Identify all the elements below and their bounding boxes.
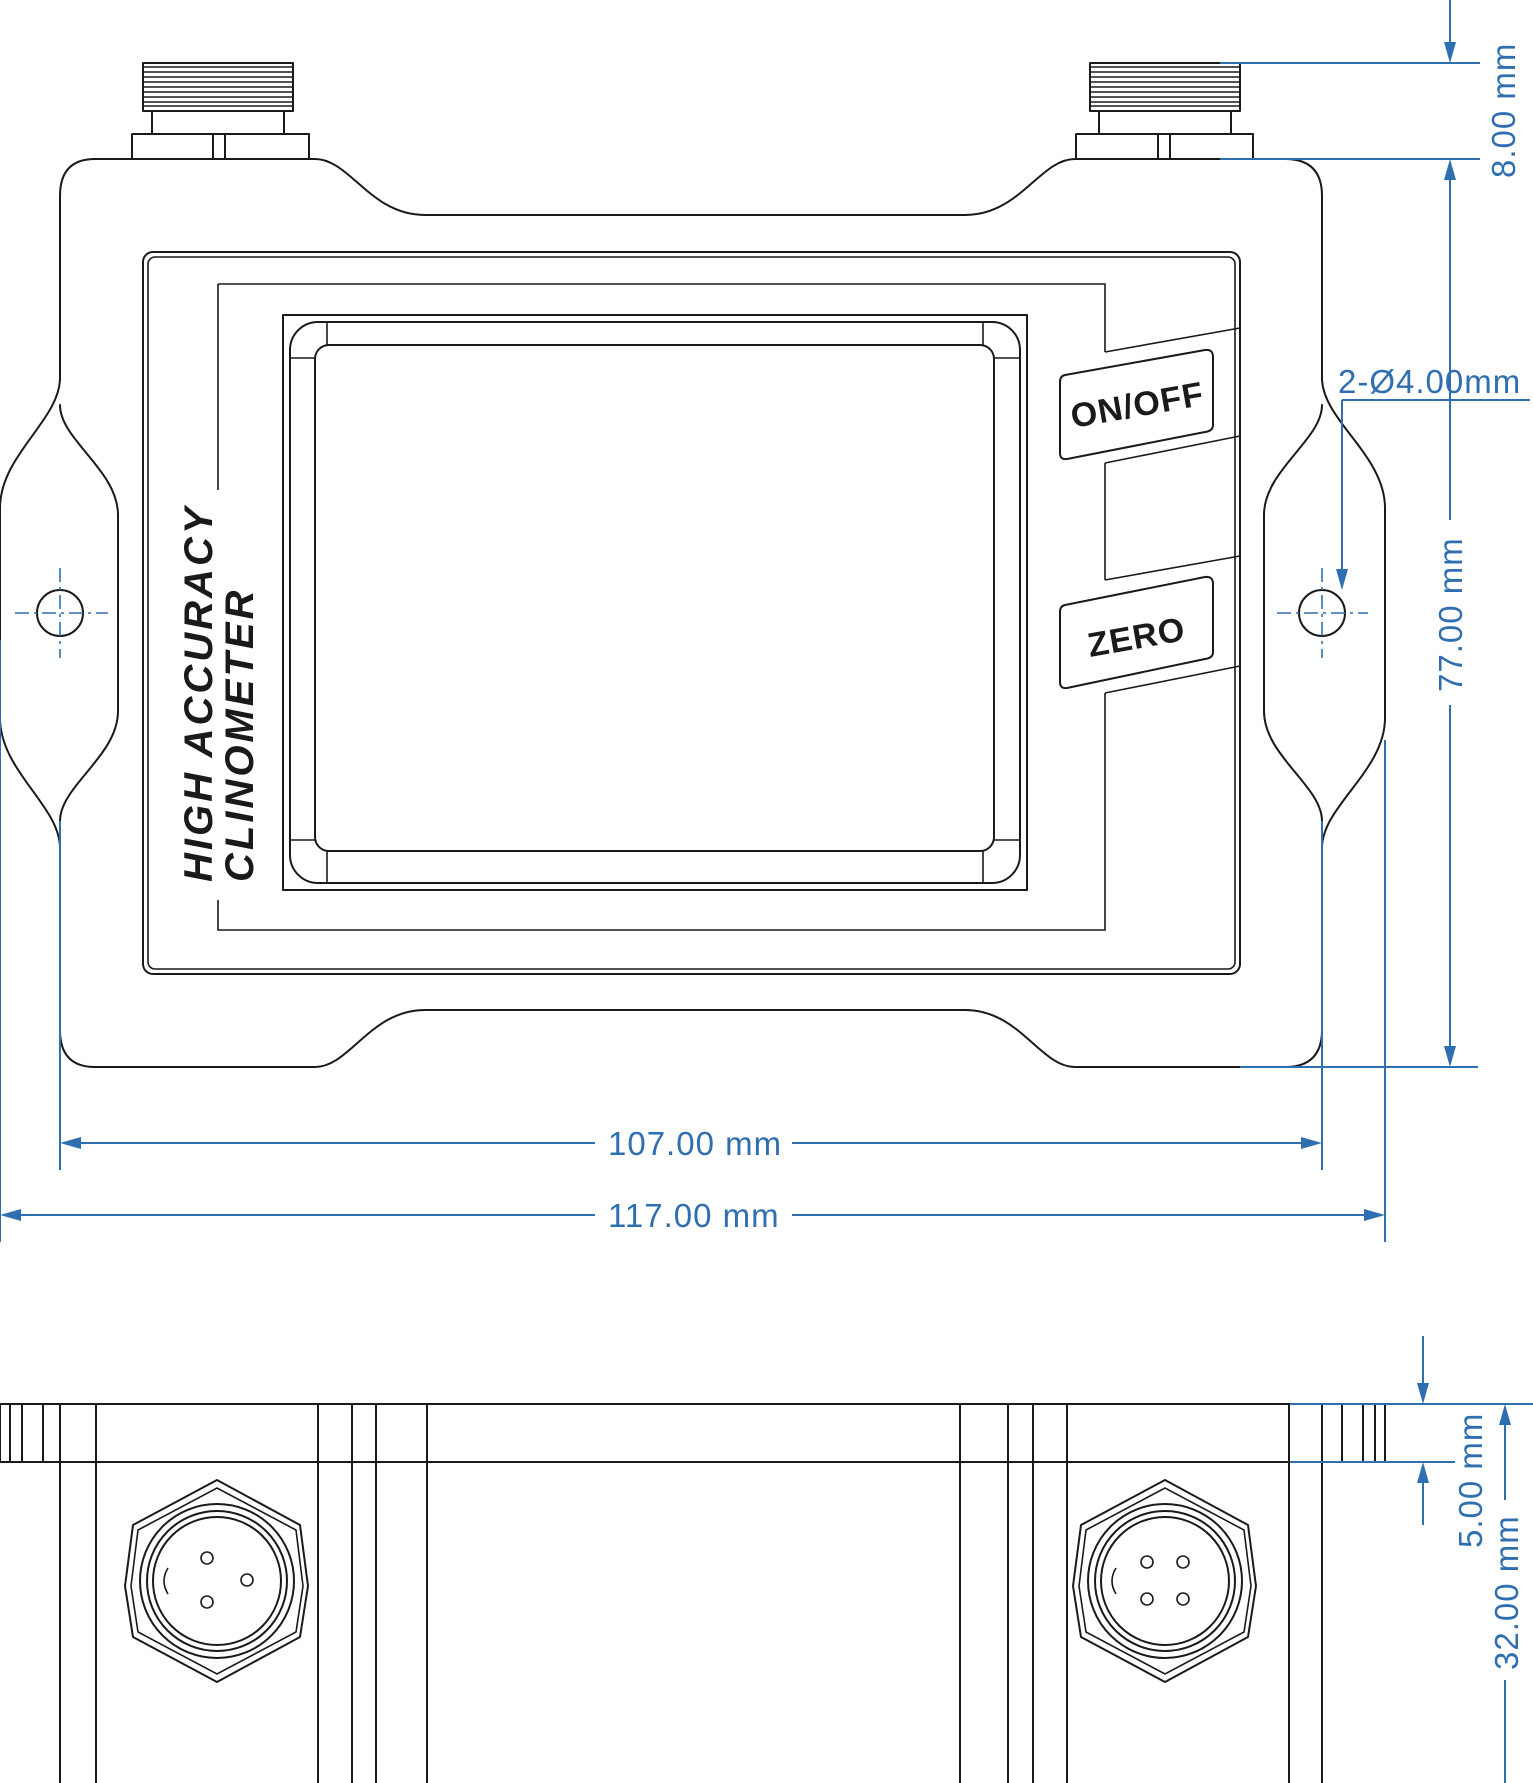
zero-label: ZERO: [1085, 610, 1189, 665]
dim-hole-spec: 2-Ø4.00mm: [1338, 363, 1521, 400]
side-dimensions: 5.00 mm 32.00 mm: [1290, 1336, 1533, 1783]
face-panel: [142, 251, 1241, 975]
brand-line-1: HIGH ACCURACY: [177, 504, 221, 882]
connector-side-right: [1072, 1479, 1257, 1683]
brand-line-2: CLINOMETER: [218, 588, 262, 882]
connector-side-left: [124, 1479, 309, 1683]
dim-hole-spacing: 107.00 mm: [608, 1125, 782, 1162]
dim-overall-width: 117.00 mm: [608, 1197, 780, 1234]
front-view: HIGH ACCURACY CLINOMETER ON/OFF ZERO: [0, 62, 1386, 1068]
on-off-button[interactable]: ON/OFF: [1059, 348, 1214, 461]
dim-flange-thickness: 5.00 mm: [1452, 1413, 1489, 1548]
dim-body-height: 77.00 mm: [1432, 537, 1469, 692]
display-screen: [282, 314, 1028, 891]
dim-depth: 32.00 mm: [1488, 1515, 1525, 1670]
front-dimensions: 8.00 mm 77.00 mm 2-Ø4.00mm 107.00 mm 117…: [0, 0, 1530, 1242]
connector-top-right: [1075, 62, 1254, 160]
side-view: [0, 1403, 1386, 1783]
on-off-label: ON/OFF: [1068, 375, 1207, 436]
connector-top-left: [131, 62, 310, 160]
dim-connector-height: 8.00 mm: [1485, 43, 1522, 178]
zero-button[interactable]: ZERO: [1059, 575, 1214, 690]
